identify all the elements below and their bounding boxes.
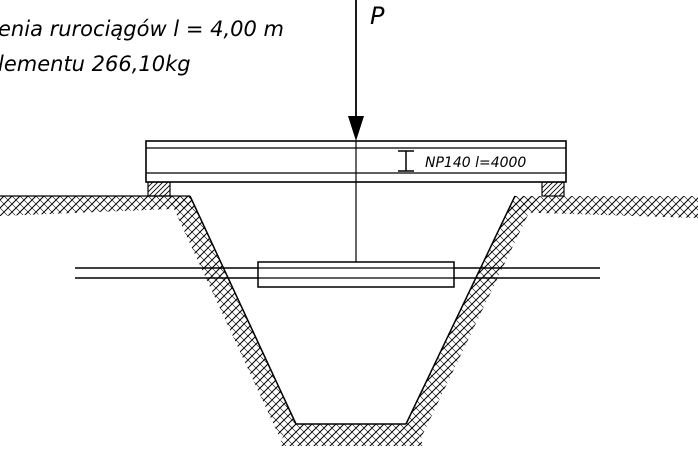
trench-bottom <box>278 423 424 446</box>
load-arrow-icon <box>348 0 364 141</box>
ground-hatching <box>0 195 698 218</box>
i-beam-section-icon <box>398 150 414 172</box>
support-block-left <box>147 181 171 197</box>
trench-wall-right <box>405 195 537 438</box>
pipe-saddle <box>257 261 455 288</box>
support-block-right <box>541 181 565 197</box>
annotation-line-2: lementu 266,10kg <box>0 52 191 76</box>
load-label: P <box>370 2 385 30</box>
annotation-line-1: enia rurociągów l = 4,00 m <box>0 17 284 41</box>
trench-wall-left <box>168 195 297 438</box>
beam-label: NP140 l=4000 <box>425 155 526 171</box>
